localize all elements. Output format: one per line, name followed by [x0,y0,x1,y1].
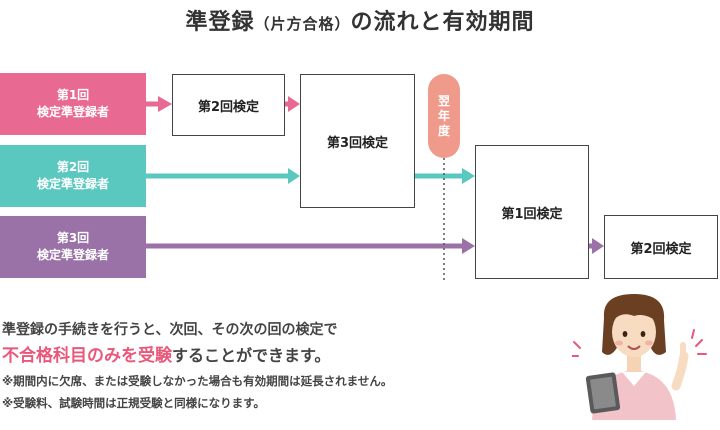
title-rest: の流れと有効期間 [350,10,535,35]
row-label-round1: 第1回 検定準登録者 [0,73,146,135]
note-fee: ※受験料、試験時間は正規受験と同様になります。 [2,396,266,410]
guide-woman-illustration [572,294,707,420]
description-highlight: 不合格科目のみを受験 [2,346,172,366]
row-label-round2: 第2回 検定準登録者 [0,145,146,207]
exam-box-round2-next-year: 第2回検定 [604,215,718,279]
description-line1: 準登録の手続きを行うと、次回、その次の回の検定で [2,322,338,338]
title-main: 準登録 [185,10,255,35]
row-label-round1-line2: 検定準登録者 [36,105,109,119]
row-label-round2-line1: 第2回 [56,160,90,174]
row-label-round2-line2: 検定準登録者 [36,177,109,191]
description-line2-rest: することができます。 [172,346,331,365]
arrowhead-round3-to-round1 [462,168,475,184]
arrowhead-round1-to-round2 [592,238,604,254]
row-label-round3-line2: 検定準登録者 [36,248,109,262]
next-year-char2: 年 [437,108,450,123]
row-label-round3: 第3回 検定準登録者 [0,216,146,278]
exam-box-round3: 第3回検定 [300,74,415,208]
row-label-round3-line1: 第3回 [56,231,90,245]
arrowhead-round2-to-round3 [288,96,300,112]
title-paren: （片方合格） [254,15,351,33]
row-label-round1-line1: 第1回 [56,88,90,102]
exam-box-round1-next-year: 第1回検定 [475,145,589,279]
arrowhead-row2 [288,168,300,184]
next-year-pill: 翌 年 度 [428,74,460,158]
next-year-char3: 度 [437,123,450,138]
next-year-char1: 翌 [437,93,450,108]
arrowhead-row1 [158,96,172,112]
arrowhead-row3 [462,238,475,254]
flow-arrows [146,96,604,280]
page-title: 準登録（片方合格）の流れと有効期間 [0,4,720,36]
description-line2: 不合格科目のみを受験することができます。 [2,342,562,370]
description: 準登録の手続きを行うと、次回、その次の回の検定で 不合格科目のみを受験することが… [2,318,562,414]
exam-box-round2: 第2回検定 [172,74,285,136]
note-absence: ※期間内に欠席、または受験しなかった場合も有効期間は延長されません。 [2,374,393,388]
